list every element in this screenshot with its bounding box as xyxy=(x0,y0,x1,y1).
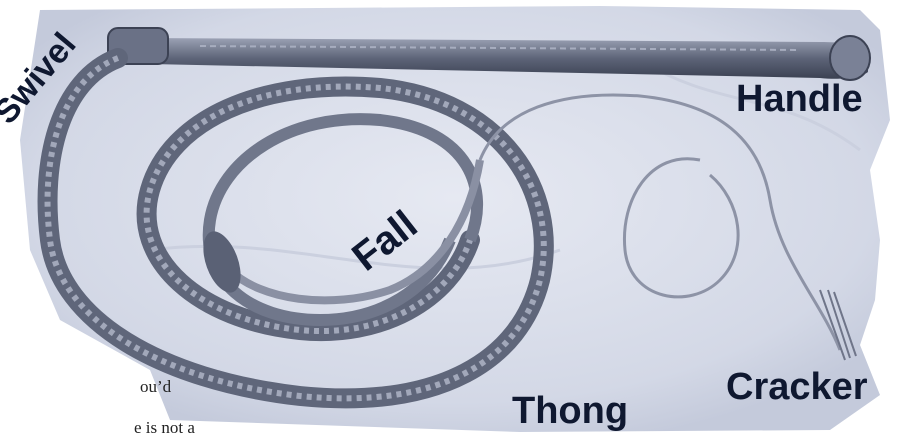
label-handle: Handle xyxy=(736,80,863,118)
label-cracker: Cracker xyxy=(726,368,868,406)
label-thong: Thong xyxy=(512,392,628,430)
background-text-fragment: ou’d xyxy=(140,378,171,395)
whip-handle-knob xyxy=(830,36,870,80)
background-text-fragment: e is not a xyxy=(134,419,195,434)
